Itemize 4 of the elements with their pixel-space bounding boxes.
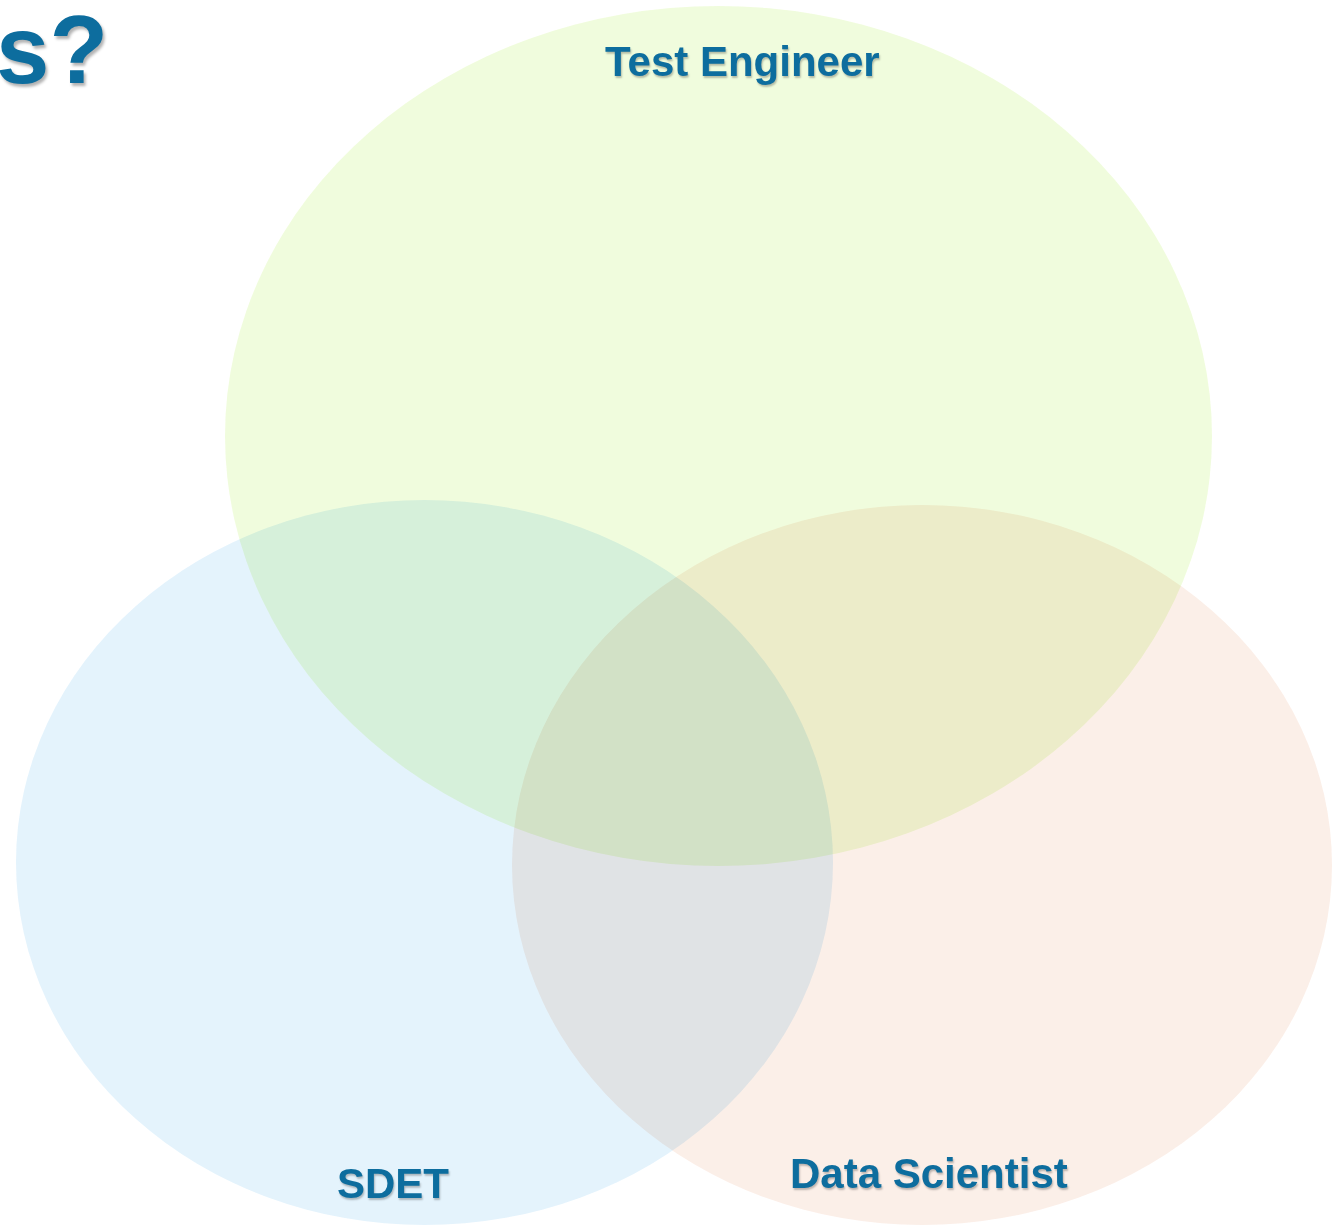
venn-ellipse	[512, 505, 1332, 1225]
set-label: Test Engineer	[605, 38, 880, 86]
set-label: Data Scientist	[790, 1150, 1068, 1198]
set-label: SDET	[337, 1160, 449, 1208]
